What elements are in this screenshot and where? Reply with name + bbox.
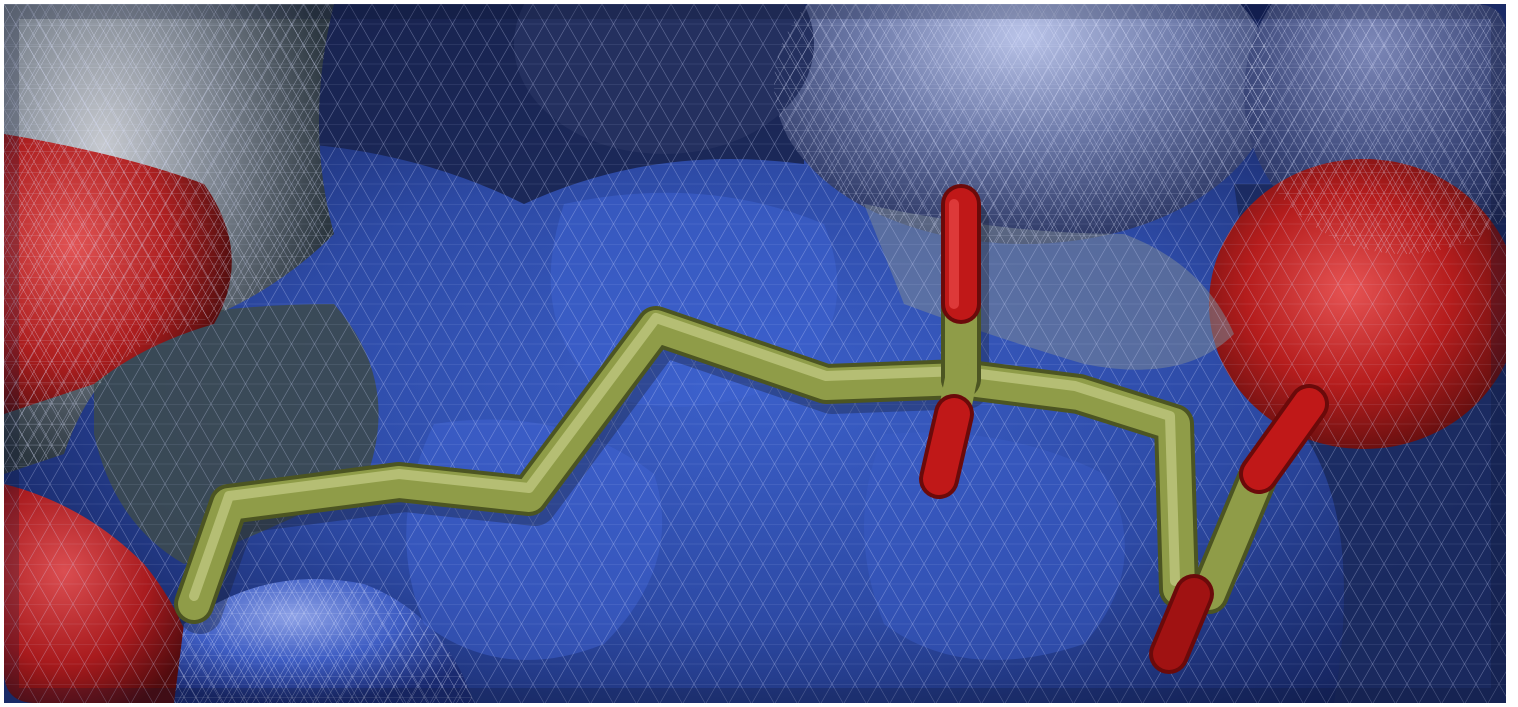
ligand-stick-model	[174, 184, 1329, 674]
molecular-surface-render	[4, 4, 1506, 703]
molecular-render-frame	[4, 4, 1506, 703]
